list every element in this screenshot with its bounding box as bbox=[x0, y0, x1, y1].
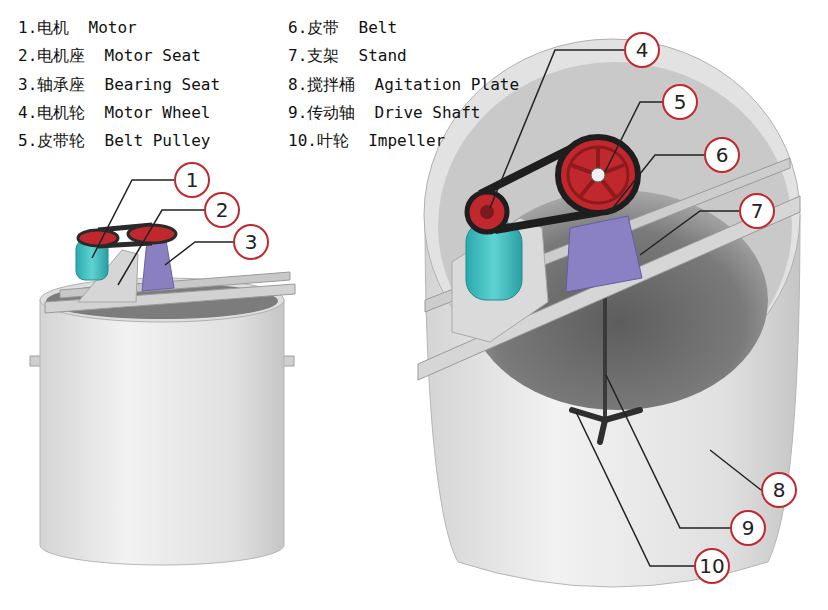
part-label: 8.搅拌桶 Agitation Plate bbox=[288, 75, 519, 95]
callout-circle: 8 bbox=[761, 472, 797, 508]
callout-number: 1 bbox=[186, 170, 199, 190]
part-label: 10.叶轮 Impeller bbox=[288, 131, 445, 151]
callout-circle: 3 bbox=[233, 224, 269, 260]
callout-number: 2 bbox=[216, 200, 229, 220]
part-label: 1.电机 Motor bbox=[18, 18, 137, 38]
callout-circle: 1 bbox=[174, 162, 210, 198]
part-label: 3.轴承座 Bearing Seat bbox=[18, 75, 220, 95]
callout-number: 10 bbox=[699, 556, 724, 576]
callout-number: 5 bbox=[674, 92, 687, 112]
leader-lines bbox=[92, 50, 761, 566]
part-label: 6.皮带 Belt bbox=[288, 18, 397, 38]
part-label: 4.电机轮 Motor Wheel bbox=[18, 103, 211, 123]
part-label: 9.传动轴 Drive Shaft bbox=[288, 103, 481, 123]
callout-number: 9 bbox=[742, 518, 755, 538]
callout-circle: 6 bbox=[704, 137, 740, 173]
callout-number: 6 bbox=[716, 145, 729, 165]
small-tank bbox=[30, 225, 295, 565]
part-label: 7.支架 Stand bbox=[288, 46, 407, 66]
callout-number: 8 bbox=[773, 480, 786, 500]
callout-circle: 5 bbox=[662, 84, 698, 120]
part-label: 2.电机座 Motor Seat bbox=[18, 46, 201, 66]
callout-number: 4 bbox=[636, 40, 649, 60]
callout-circle: 9 bbox=[730, 510, 766, 546]
part-label: 5.皮带轮 Belt Pulley bbox=[18, 131, 211, 151]
callout-number: 7 bbox=[751, 201, 764, 221]
callout-circle: 4 bbox=[624, 32, 660, 68]
callout-circle: 7 bbox=[739, 193, 775, 229]
callout-number: 3 bbox=[245, 232, 258, 252]
callout-circle: 10 bbox=[694, 548, 730, 584]
callout-circle: 2 bbox=[204, 192, 240, 228]
